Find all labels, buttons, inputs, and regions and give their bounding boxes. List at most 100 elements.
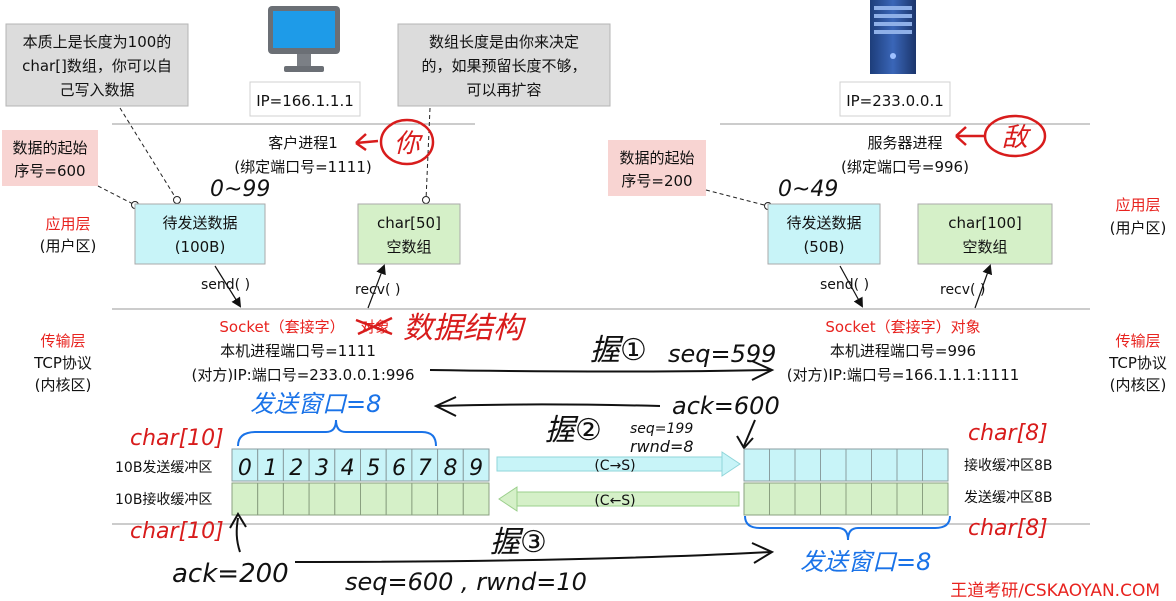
buffer-cell <box>360 482 387 516</box>
server-tower-icon <box>870 0 916 74</box>
client-note-left: 本质上是长度为100的 char[]数组，你可以自 己写入数据 <box>5 23 189 107</box>
buffer-cell <box>769 482 796 516</box>
handwritten-char8-bottom: char[8] <box>968 516 1048 541</box>
buffer-cell <box>794 482 821 516</box>
pointer-dot <box>173 196 181 204</box>
client-ip-box <box>249 81 361 117</box>
svg-text:数据的起始: 数据的起始 <box>619 149 694 167</box>
svg-text:数组长度是由你来决定: 数组长度是由你来决定 <box>429 33 579 51</box>
client-recv-arrow <box>367 264 386 309</box>
buffer-cell <box>411 448 439 482</box>
layer-transport-right: 传输层 <box>1115 332 1160 350</box>
svg-text:(C←S): (C←S) <box>594 493 635 509</box>
pointer-dot <box>422 196 430 204</box>
handwritten-enemy: 敌 <box>955 114 1047 158</box>
svg-text:握③: 握③ <box>490 525 547 560</box>
handshake-2: ack=600 握② seq=199 rwnd=8 <box>433 392 780 456</box>
pipe-s-to-c: (C←S) <box>498 486 740 512</box>
client-start-seq-note: 数据的起始 序号=600 <box>2 130 98 186</box>
client-send-data-box: 待发送数据 (100B) <box>134 203 266 265</box>
buffer-cell <box>922 448 949 482</box>
buffer-cell <box>462 482 490 516</box>
client-peer-addr: (对方)IP:端口号=233.0.0.1:996 <box>191 366 414 384</box>
server-process-name: 服务器进程 <box>867 134 942 152</box>
client-ip: IP=166.1.1.1 <box>256 92 354 110</box>
layer-app-sub-right: (用户区) <box>1110 219 1167 237</box>
buffer-cell <box>257 448 284 482</box>
svg-text:你: 你 <box>394 129 424 159</box>
buffer-cell <box>820 482 847 516</box>
svg-text:握①: 握① <box>590 333 647 368</box>
buffer-digit: 4 <box>341 456 355 481</box>
svg-text:序号=200: 序号=200 <box>621 172 692 190</box>
server-start-seq-note: 数据的起始 序号=200 <box>608 140 706 196</box>
handwritten-range-right: 0~49 <box>778 177 838 202</box>
server-send-buffer-label: 发送缓冲区8B <box>964 490 1053 506</box>
client-recv-call: recv( ) <box>355 282 400 298</box>
layer-app-left: 应用层 <box>45 215 90 233</box>
buffer-cell <box>308 448 336 482</box>
svg-text:待发送数据: 待发送数据 <box>786 214 861 232</box>
svg-text:空数组: 空数组 <box>386 238 431 256</box>
svg-text:seq=199: seq=199 <box>630 421 693 437</box>
buffer-cell <box>308 482 336 516</box>
buffer-cell <box>769 448 796 482</box>
svg-text:char[50]: char[50] <box>377 214 441 232</box>
buffer-cell <box>743 482 770 516</box>
client-computer-icon <box>268 6 340 72</box>
svg-text:(C→S): (C→S) <box>594 458 635 474</box>
svg-text:敌: 敌 <box>1002 123 1032 153</box>
server-recv-array-box: char[100] 空数组 <box>917 203 1053 265</box>
server-port-binding: (绑定端口号=996) <box>841 158 969 176</box>
handshake-3: 握③ seq=600 , rwnd=10 <box>294 525 775 596</box>
handwritten-crossed-object: 对象 <box>355 316 393 336</box>
buffer-digit: 3 <box>315 456 329 481</box>
handwritten-you: 你 <box>355 118 435 166</box>
buffer-digit: 7 <box>418 456 432 481</box>
handwritten-data-structure: 数据结构 <box>403 311 527 346</box>
buffer-digit: 6 <box>392 456 406 481</box>
svg-text:待发送数据: 待发送数据 <box>162 214 237 232</box>
server-send-window: 发送窗口=8 <box>744 515 951 576</box>
svg-text:ack=200: ack=200 <box>172 559 289 589</box>
server-recv-call: recv( ) <box>940 282 985 298</box>
buffer-digit: 8 <box>443 456 457 481</box>
buffer-cell <box>334 482 361 516</box>
svg-text:(100B): (100B) <box>175 238 226 256</box>
handwritten-char10-bottom: char[10] <box>130 519 224 544</box>
buffer-cell <box>437 448 464 482</box>
buffer-cell <box>385 482 413 516</box>
layer-transport-left: 传输层 <box>40 332 85 350</box>
buffer-cell <box>334 448 361 482</box>
buffer-digit: 9 <box>469 456 483 481</box>
buffer-cell <box>922 482 949 516</box>
layer-separators <box>112 123 1090 525</box>
buffer-digit: 0 <box>238 456 252 481</box>
svg-text:ack=600: ack=600 <box>672 392 780 420</box>
svg-text:发送窗口=8: 发送窗口=8 <box>800 548 931 576</box>
buffer-cell <box>437 482 464 516</box>
handwritten-range-left: 0~99 <box>210 177 270 202</box>
server-ip: IP=233.0.0.1 <box>846 92 944 110</box>
buffer-cell <box>462 448 490 482</box>
buffer-cell <box>896 482 923 516</box>
server-recv-buffer <box>743 448 949 482</box>
client-local-port: 本机进程端口号=1111 <box>220 342 376 360</box>
client-process-name: 客户进程1 <box>268 134 338 152</box>
handwritten-ack200: ack=200 <box>172 512 289 589</box>
server-recv-arrow <box>974 264 993 309</box>
buffer-cell <box>845 482 872 516</box>
svg-text:char[]数组，你可以自: char[]数组，你可以自 <box>22 57 172 75</box>
buffer-cell <box>743 448 770 482</box>
layer-proto-left: TCP协议 <box>33 354 92 372</box>
note-pointer-line <box>705 189 769 207</box>
server-send-arrow <box>839 265 863 308</box>
svg-text:握②: 握② <box>545 413 602 448</box>
buffer-cell <box>257 482 284 516</box>
svg-text:seq=600 , rwnd=10: seq=600 , rwnd=10 <box>345 568 587 596</box>
svg-text:char[100]: char[100] <box>948 214 1021 232</box>
server-socket-label: Socket（套接字）对象 <box>825 318 980 336</box>
buffer-digit: 5 <box>366 456 380 481</box>
buffer-cell <box>411 482 439 516</box>
